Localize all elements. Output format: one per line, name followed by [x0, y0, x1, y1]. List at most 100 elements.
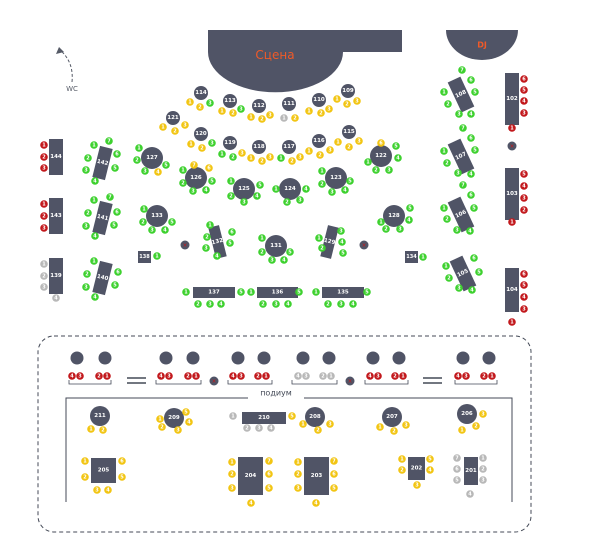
balcony-table[interactable]	[257, 351, 271, 365]
seat[interactable]: 5	[363, 288, 371, 296]
seat[interactable]: 7	[330, 457, 338, 465]
table-143[interactable]: 143	[49, 198, 63, 234]
seat[interactable]: 3	[148, 226, 156, 234]
table-201[interactable]: 201	[464, 457, 478, 485]
seat[interactable]: 2	[258, 115, 266, 123]
table-206[interactable]: 206	[457, 404, 477, 424]
table-126[interactable]: 126	[185, 167, 207, 189]
table-122[interactable]: 122	[370, 145, 392, 167]
seat[interactable]: 1	[508, 124, 516, 132]
seat[interactable]: 2	[343, 100, 351, 108]
seat[interactable]: 3	[326, 146, 334, 154]
seat[interactable]: 2	[81, 473, 89, 481]
seat[interactable]: 2	[227, 192, 235, 200]
seat[interactable]: 3	[181, 121, 189, 129]
table-138[interactable]: 138	[138, 251, 151, 263]
seat[interactable]: 5	[406, 204, 414, 212]
seat[interactable]: 4	[520, 182, 528, 190]
table-139[interactable]: 139	[49, 258, 63, 294]
seat[interactable]: 2	[294, 470, 302, 478]
table-209[interactable]: 209	[164, 408, 184, 428]
seat[interactable]: 3	[82, 222, 90, 230]
seat[interactable]: 5	[182, 408, 190, 416]
seat[interactable]: 2	[314, 426, 322, 434]
seat[interactable]: 6	[377, 139, 385, 147]
seat[interactable]: 7	[459, 181, 467, 189]
seat[interactable]: 1	[272, 185, 280, 193]
seat[interactable]: 1	[247, 288, 255, 296]
seat[interactable]: 2	[318, 180, 326, 188]
seat[interactable]: 4	[284, 300, 292, 308]
seat[interactable]: 3	[453, 226, 461, 234]
seat[interactable]: 4	[267, 424, 275, 432]
seat[interactable]: 2	[259, 300, 267, 308]
seat[interactable]: 3	[76, 372, 84, 380]
seat[interactable]: 3	[141, 167, 149, 175]
seat[interactable]: 3	[189, 187, 197, 195]
seat[interactable]: 3	[374, 372, 382, 380]
seat[interactable]: 1	[294, 458, 302, 466]
seat[interactable]: 2	[291, 114, 299, 122]
table-137[interactable]: 137	[193, 287, 235, 298]
seat[interactable]: 3	[325, 105, 333, 113]
seat[interactable]: 4	[68, 372, 76, 380]
seat[interactable]: 2	[99, 426, 107, 434]
seat[interactable]: 6	[520, 75, 528, 83]
seat[interactable]: 1	[156, 415, 164, 423]
seat[interactable]: 4	[426, 466, 434, 474]
table-204[interactable]: 204	[238, 457, 263, 495]
table-105[interactable]: 105	[449, 255, 477, 292]
seat[interactable]: 3	[255, 424, 263, 432]
table-142[interactable]: 142	[92, 145, 113, 181]
seat[interactable]: 1	[135, 144, 143, 152]
seat[interactable]: 3	[328, 188, 336, 196]
balcony-table[interactable]	[70, 351, 84, 365]
seat[interactable]: 3	[353, 97, 361, 105]
balcony-table[interactable]	[186, 351, 200, 365]
seat[interactable]: 1	[440, 204, 448, 212]
seat[interactable]: 1	[90, 257, 98, 265]
seat[interactable]: 2	[184, 372, 192, 380]
seat[interactable]: 5	[288, 412, 296, 420]
seat[interactable]: 6	[470, 254, 478, 262]
seat[interactable]: 5	[237, 288, 245, 296]
seat[interactable]: 1	[187, 140, 195, 148]
seat[interactable]: 6	[453, 465, 461, 473]
seat[interactable]: 2	[382, 225, 390, 233]
seat[interactable]: 2	[95, 372, 103, 380]
seat[interactable]: 3	[520, 305, 528, 313]
seat[interactable]: 1	[206, 221, 214, 229]
seat[interactable]: 1	[186, 98, 194, 106]
seat[interactable]: 5	[426, 455, 434, 463]
seat[interactable]: 2	[391, 372, 399, 380]
seat[interactable]: 7	[190, 161, 198, 169]
table-124[interactable]: 124	[279, 178, 301, 200]
seat[interactable]: 4	[467, 110, 475, 118]
seat[interactable]: 6	[113, 150, 121, 158]
seat[interactable]: 2	[198, 144, 206, 152]
balcony-table[interactable]	[159, 351, 173, 365]
seat[interactable]: 4	[104, 486, 112, 494]
balcony-table[interactable]	[322, 351, 336, 365]
seat[interactable]: 7	[105, 137, 113, 145]
seat[interactable]: 3	[413, 481, 421, 489]
seat[interactable]: 2	[203, 233, 211, 241]
seat[interactable]: 5	[346, 177, 354, 185]
seat[interactable]: 1	[377, 218, 385, 226]
seat[interactable]: 3	[462, 372, 470, 380]
seat[interactable]: 3	[294, 484, 302, 492]
seat[interactable]: 6	[113, 208, 121, 216]
seat[interactable]: 1	[440, 147, 448, 155]
balcony-table[interactable]	[296, 351, 310, 365]
table-144[interactable]: 144	[49, 139, 63, 175]
seat[interactable]: 2	[229, 153, 237, 161]
seat[interactable]: 2	[84, 209, 92, 217]
seat[interactable]: 5	[168, 218, 176, 226]
seat[interactable]: 2	[372, 166, 380, 174]
seat[interactable]: 6	[330, 470, 338, 478]
seat[interactable]: 6	[265, 470, 273, 478]
seat[interactable]: 5	[286, 248, 294, 256]
seat[interactable]: 4	[366, 372, 374, 380]
seat[interactable]: 2	[443, 159, 451, 167]
seat[interactable]: 3	[520, 109, 528, 117]
